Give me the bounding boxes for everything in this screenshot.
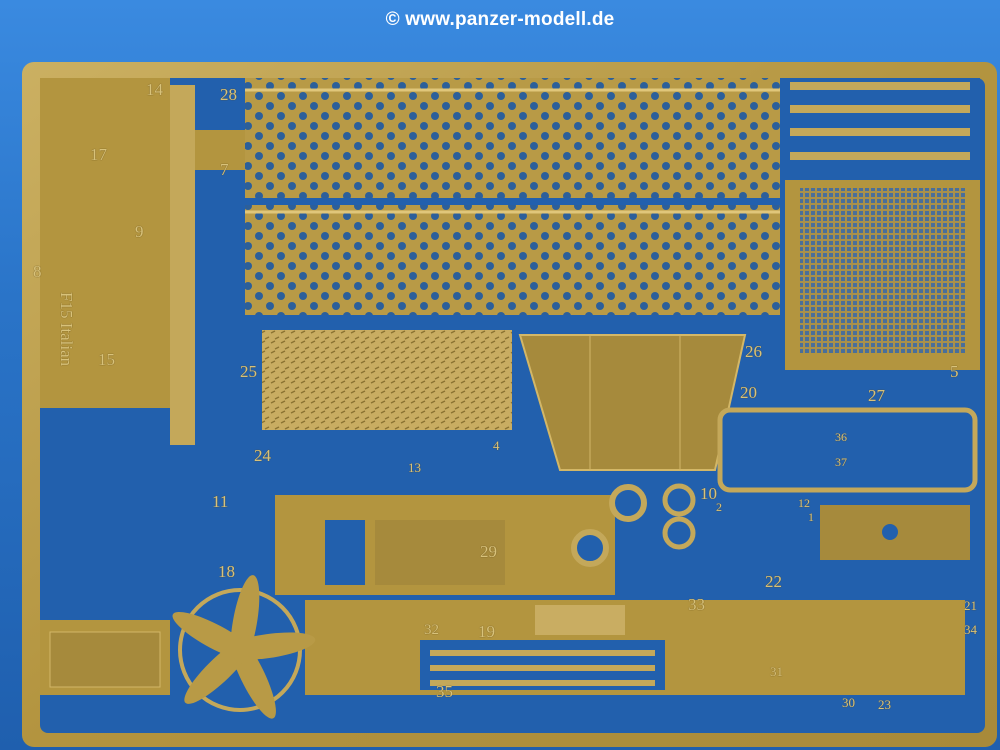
part-number: 10: [700, 484, 717, 503]
perforated-plate-top: [245, 78, 780, 198]
fret-title: F15 Italian: [57, 292, 76, 367]
part-number: 1: [808, 510, 814, 524]
part-number: 29: [480, 542, 497, 561]
part-number: 4: [493, 438, 500, 453]
part-number: 25: [240, 362, 257, 381]
part-number: 37: [835, 455, 847, 469]
part-number: 22: [765, 572, 782, 591]
part-number: 8: [33, 262, 42, 281]
part-number: 11: [212, 492, 229, 511]
watermark: © www.panzer-modell.de: [385, 9, 615, 30]
part-number: 13: [408, 460, 421, 475]
part-number: 20: [740, 383, 757, 402]
tread-plate: [262, 330, 512, 430]
part-number: 17: [90, 145, 107, 164]
part-number: 23: [878, 697, 891, 712]
part-number: 15: [98, 350, 115, 369]
part-number: 31: [770, 664, 783, 679]
part-number: 2: [716, 500, 722, 514]
part-number: 21: [964, 598, 977, 613]
part-number: 28: [220, 85, 237, 104]
part-number: 19: [478, 622, 495, 641]
part-number: 27: [868, 386, 885, 405]
part-number: 34: [964, 622, 977, 637]
part-number: 14: [146, 80, 163, 99]
part-number: 12: [798, 496, 810, 510]
part-number: 5: [950, 362, 959, 381]
part-number: 18: [218, 562, 235, 581]
part-number: 33: [688, 595, 705, 614]
mesh-grille: [800, 188, 965, 353]
part-number: 7: [220, 160, 229, 179]
hopper-part: [518, 334, 747, 471]
part-number: 24: [254, 446, 271, 465]
part-number: 32: [424, 622, 439, 638]
part-number: 26: [745, 342, 762, 361]
part-number: 36: [835, 430, 847, 444]
perforated-plate-bottom: [245, 205, 780, 315]
part-number: 9: [135, 222, 144, 241]
part-number: 35: [436, 682, 453, 701]
instrument-panel: [535, 605, 625, 635]
part-number: 30: [842, 695, 855, 710]
